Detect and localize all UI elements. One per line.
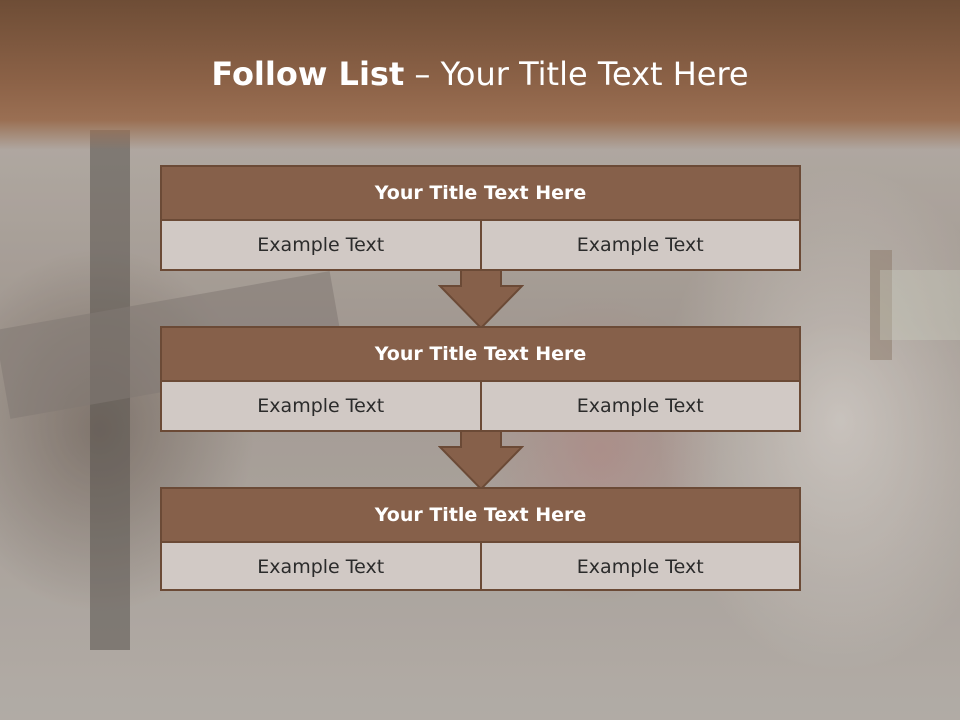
block-row: Example Text Example Text <box>160 221 801 271</box>
block-left-text: Example Text <box>160 543 482 591</box>
list-block-1: Your Title Text Here Example Text Exampl… <box>160 165 801 271</box>
block-right-text: Example Text <box>479 543 801 591</box>
fence-post <box>870 250 892 360</box>
fence-background <box>880 270 960 340</box>
block-left-text: Example Text <box>160 382 482 432</box>
block-row: Example Text Example Text <box>160 543 801 591</box>
block-row: Example Text Example Text <box>160 382 801 432</box>
slide-title-rest: – Your Title Text Here <box>404 55 749 93</box>
down-arrow-icon <box>438 431 524 491</box>
block-title: Your Title Text Here <box>160 326 801 382</box>
down-arrow-icon <box>438 270 524 330</box>
list-block-2: Your Title Text Here Example Text Exampl… <box>160 326 801 432</box>
slide-title-bold: Follow List <box>211 55 405 93</box>
block-title: Your Title Text Here <box>160 487 801 543</box>
block-left-text: Example Text <box>160 221 482 271</box>
block-title: Your Title Text Here <box>160 165 801 221</box>
block-right-text: Example Text <box>479 382 801 432</box>
slide-title: Follow List – Your Title Text Here <box>0 52 960 96</box>
list-block-3: Your Title Text Here Example Text Exampl… <box>160 487 801 591</box>
title-bar <box>0 0 960 150</box>
block-right-text: Example Text <box>479 221 801 271</box>
